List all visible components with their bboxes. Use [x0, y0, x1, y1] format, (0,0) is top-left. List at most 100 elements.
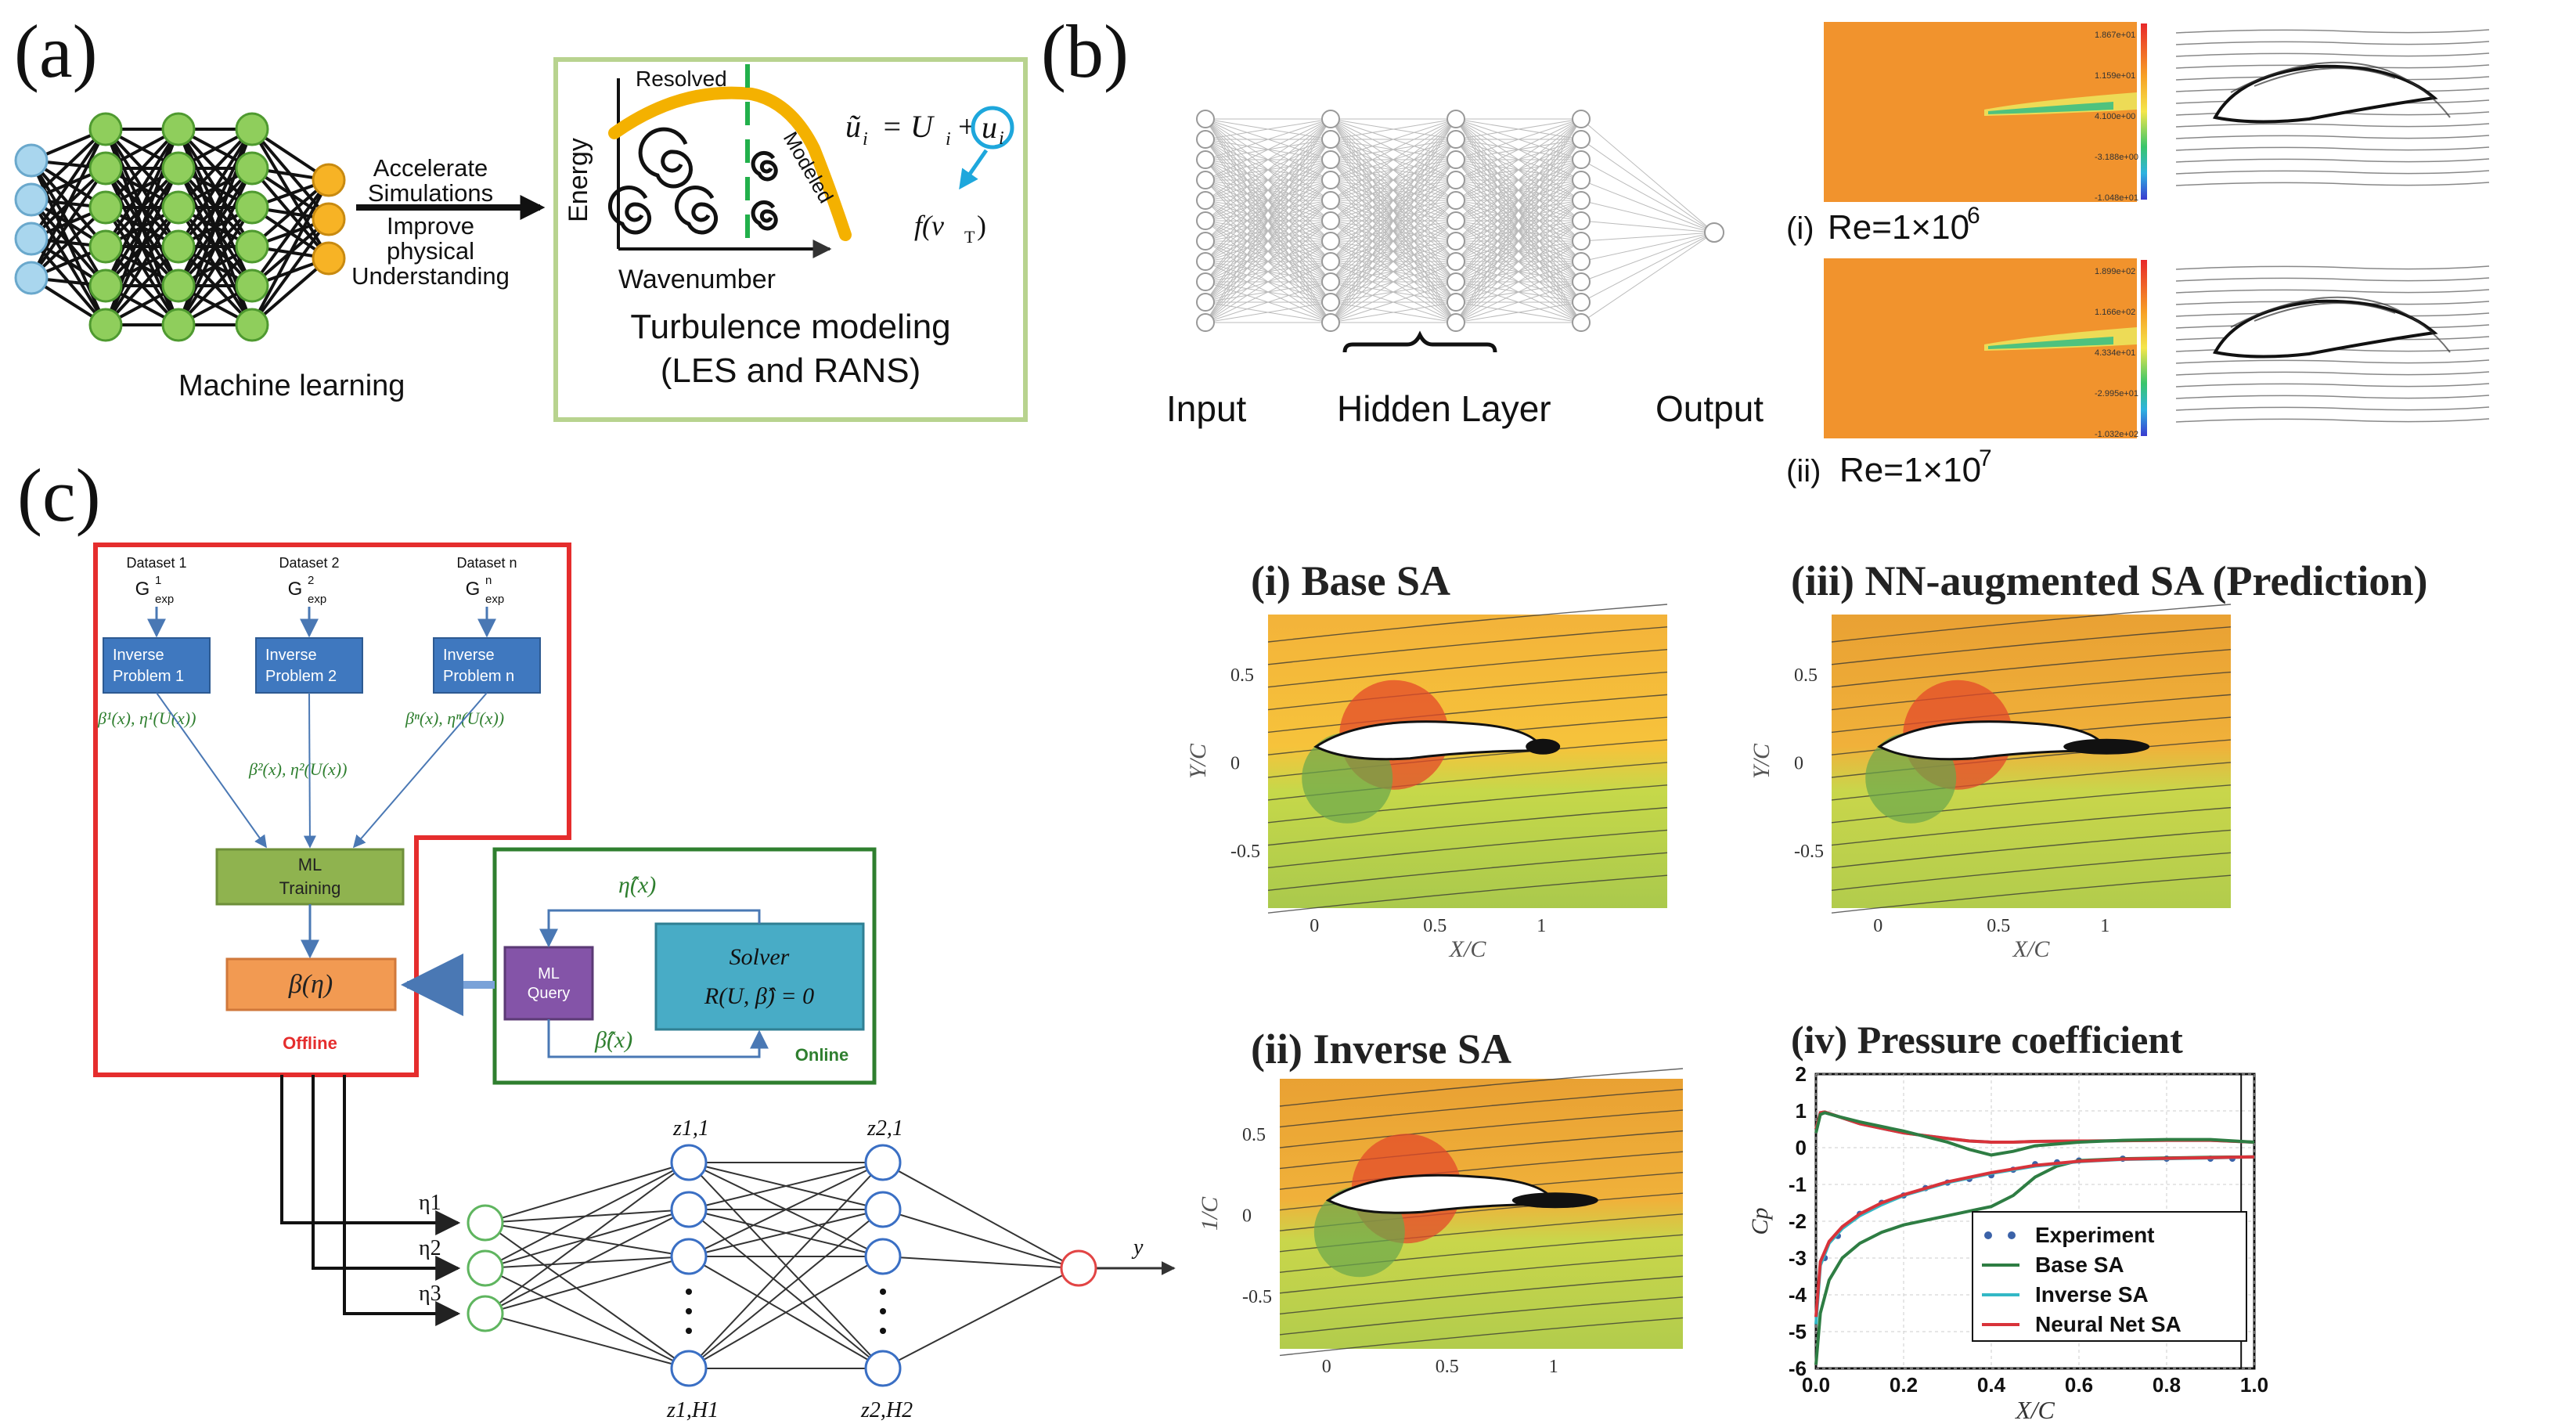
nn-b-edge: [1580, 159, 1715, 233]
cp-x-tick: 0.8: [2153, 1373, 2181, 1397]
dataset-sup: 2: [308, 574, 314, 587]
panel-d: (i) Base SA (iii) NN-augmented SA (Predi…: [1185, 557, 2427, 1424]
nn-b-edge: [1205, 118, 1331, 283]
nn-b-edge: [1330, 118, 1457, 242]
streamline: [1831, 671, 2232, 711]
nn-b-node: [1572, 110, 1591, 128]
turbulence-box: [553, 57, 1028, 422]
streamline: [1267, 784, 1668, 824]
ml-node: [235, 308, 269, 342]
f-close: ): [977, 210, 986, 241]
airfoil-1: [2212, 64, 2438, 124]
nn-b-edge: [1330, 118, 1457, 140]
arrow-text-2: Simulations: [368, 179, 493, 207]
nn-b-edge: [1455, 118, 1582, 160]
re-case-i-prefix: (i): [1786, 211, 1814, 246]
nn-c-edge: [688, 1209, 884, 1369]
nn-b-edge: [1330, 281, 1457, 323]
dataset-sub: exp: [485, 593, 504, 606]
streamline: [2175, 41, 2490, 45]
streamline: [2175, 158, 2490, 163]
nn-b-edge: [1580, 232, 1715, 283]
x-tick: 1: [1537, 916, 1546, 936]
y-tick: 0.5: [1794, 665, 1818, 686]
nn-c-edge: [485, 1256, 690, 1314]
nn-b-edge: [1205, 240, 1331, 323]
nn-c-input-node: [467, 1295, 504, 1332]
nn-b-edge: [1580, 118, 1715, 233]
ml-node: [14, 143, 49, 178]
ml-node: [235, 269, 269, 303]
ml-edge: [30, 128, 107, 201]
nn-c-edge: [485, 1162, 690, 1269]
ml-edge: [250, 179, 330, 326]
nn-c-edge: [485, 1162, 690, 1224]
nn-b-node: [1196, 211, 1215, 230]
colorbar-tick: -3.188e+00: [2095, 153, 2138, 162]
nn-b-node: [1447, 313, 1465, 332]
ml-node: [161, 112, 196, 146]
nn-b-edge: [1205, 139, 1331, 323]
airfoil-2: [2212, 299, 2438, 359]
ml-node: [161, 151, 196, 186]
eta-3: η3: [419, 1282, 441, 1306]
nn-c-hidden-node: [670, 1191, 708, 1228]
nn-b-node: [1321, 130, 1340, 149]
ml-node: [235, 151, 269, 186]
inverse-problem-text-2: Problem 1: [113, 668, 184, 685]
streamline: [1279, 1151, 1684, 1190]
eddy-icons: [607, 127, 778, 235]
nn-b-edge: [1205, 118, 1331, 303]
ml-edge: [177, 128, 254, 209]
re-case-i-exp: 6: [1967, 203, 1980, 229]
y-tick: 0.5: [1242, 1125, 1266, 1145]
legend-marker: [2008, 1231, 2016, 1239]
colorbar-2: [2141, 260, 2147, 436]
streamline: [2175, 289, 2490, 294]
re-case-ii-exp: 7: [1979, 445, 1992, 471]
colorbar-2-ticks: 1.899e+021.166e+024.334e+01-2.995e+01-1.…: [2095, 267, 2138, 439]
offline-frame: [93, 543, 571, 1077]
dataset-sub: exp: [155, 593, 174, 606]
ml-edge: [250, 218, 330, 326]
nn-b-edge: [1205, 261, 1331, 323]
streamline: [2175, 123, 2490, 128]
inverse-sa-title: (ii) Inverse SA: [1251, 1026, 1511, 1073]
x-tick: 0.5: [1987, 916, 2010, 936]
ml-node: [312, 241, 346, 276]
cp-y-tick: 2: [1796, 1062, 1807, 1086]
nn-b-node: [1572, 272, 1591, 291]
nn-b-edge: [1455, 200, 1582, 323]
nn-b-edge: [1580, 179, 1715, 233]
x-tick: 0: [1873, 916, 1882, 936]
inverse-problem-box: [433, 637, 541, 694]
nn-b-edge: [1330, 261, 1457, 323]
nn-b-edge: [1205, 159, 1331, 323]
nn-b-node: [1321, 110, 1340, 128]
separation-region: [1526, 738, 1561, 755]
streamline: [2175, 170, 2490, 175]
streamline: [1831, 852, 2232, 892]
formula-eq-U: = U: [881, 109, 935, 144]
cp-y-tick: 1: [1796, 1099, 1807, 1123]
nn-b-edge: [1580, 232, 1715, 262]
ml-edge: [30, 128, 107, 240]
ml-training-box: [215, 848, 405, 906]
nn-b-node: [1447, 110, 1465, 128]
wake-green-1: [1988, 102, 2113, 114]
ml-edge: [177, 128, 254, 287]
nn-b-edge: [1205, 118, 1331, 262]
dataset-g: G: [135, 579, 150, 600]
ml-node: [88, 112, 123, 146]
hidden-layer-brace: [1342, 330, 1497, 353]
colorbar-tick: -1.032e+02: [2095, 430, 2138, 439]
streamline: [1267, 604, 1668, 643]
streamline: [1279, 1109, 1684, 1148]
nn-c-edge: [688, 1209, 884, 1257]
nn-b-node: [1572, 171, 1591, 189]
nn-b-edge: [1455, 240, 1582, 323]
cp-y-tick: -3: [1789, 1246, 1807, 1270]
nn-b-node: [1321, 191, 1340, 210]
inverse-problem-text-1: Inverse: [113, 647, 164, 664]
